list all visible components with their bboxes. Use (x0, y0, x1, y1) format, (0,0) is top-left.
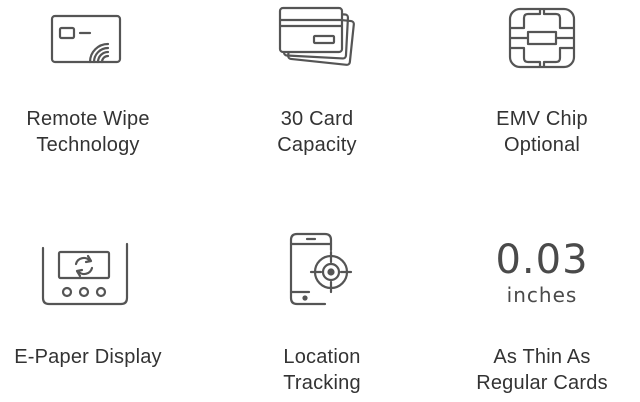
feature-label-line2: Optional (503, 134, 581, 156)
feature-label-line1: 30 Card (280, 108, 354, 130)
feature-label-line2: Capacity (277, 134, 357, 156)
feature-label-line1: As Thin As (493, 346, 591, 368)
stacked-cards-icon (276, 4, 358, 74)
feature-label-line1: Remote Wipe (26, 108, 150, 130)
feature-label-line2: Regular Cards (476, 372, 608, 394)
e-paper-display-icon (39, 240, 137, 308)
phone-location-icon (287, 232, 357, 308)
feature-label: Remote Wipe Technology (0, 106, 188, 158)
feature-label: As Thin As Regular Cards (442, 344, 640, 396)
feature-label-line2: Technology (36, 134, 140, 156)
feature-label-line1: EMV Chip (496, 108, 588, 130)
feature-label: 30 Card Capacity (217, 106, 417, 158)
feature-label: E-Paper Display (0, 344, 188, 370)
contactless-card-icon (46, 12, 130, 70)
feature-label: Location Tracking (222, 344, 422, 396)
thickness-value: 0.03 (495, 237, 589, 283)
emv-chip-icon (506, 6, 578, 70)
feature-label-line1: E-Paper Display (14, 346, 162, 368)
thickness-unit: inches (506, 283, 578, 307)
feature-label-line2: Tracking (283, 372, 361, 394)
feature-label-line1: Location (283, 346, 361, 368)
feature-label: EMV Chip Optional (442, 106, 640, 158)
